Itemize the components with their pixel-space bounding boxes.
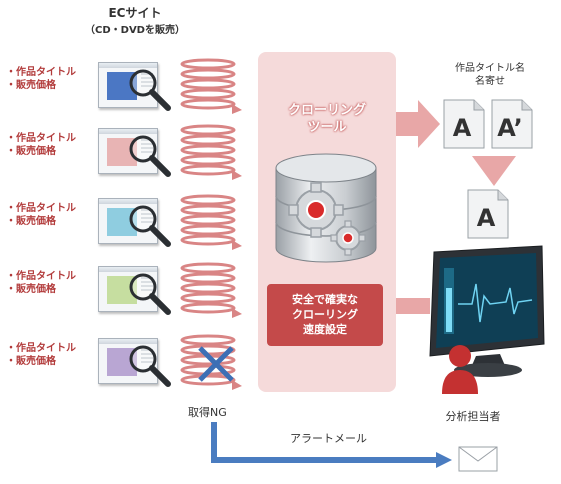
site-page-thumbnail — [98, 338, 158, 384]
arrow-to-name-matching — [396, 100, 440, 148]
magnifier-icon — [129, 135, 171, 177]
monitor-analyst-icon — [429, 245, 545, 394]
magnifier-icon — [129, 205, 171, 247]
item-price-label: 販売価格 — [6, 283, 98, 296]
ec-site-subtitle: （CD・DVDを販売） — [85, 25, 185, 36]
item-label: 作品タイトル販売価格 — [6, 132, 98, 158]
crawl-spiral-arrow — [180, 124, 242, 180]
crawl-speed-setting-box: 安全で確実な クローリング 速度設定 — [267, 284, 383, 346]
ec-site-title: ECサイト — [108, 6, 162, 20]
speed-line1: 安全で確実な — [292, 293, 358, 306]
item-label: 作品タイトル販売価格 — [6, 202, 98, 228]
name-matching-line2: 名寄せ — [475, 76, 505, 87]
site-page-thumbnail — [98, 266, 158, 312]
item-title-label: 作品タイトル — [6, 202, 98, 215]
item-title-label: 作品タイトル — [6, 66, 98, 79]
magnifier-icon — [129, 273, 171, 315]
crawl-spiral-arrow — [180, 194, 242, 250]
item-price-label: 販売価格 — [6, 215, 98, 228]
crawling-tool-title-line2: ツール — [307, 120, 347, 135]
item-price-label: 販売価格 — [6, 79, 98, 92]
doc-merged-letter: A — [477, 204, 496, 232]
crawling-tool-title: クローリング ツール — [258, 102, 396, 136]
fetch-ng-label: 取得NG — [188, 406, 227, 419]
site-page-thumbnail — [98, 128, 158, 174]
item-price-label: 販売価格 — [6, 145, 98, 158]
magnifier-icon — [129, 69, 171, 111]
item-title-label: 作品タイトル — [6, 132, 98, 145]
arrow-to-analyst — [396, 298, 430, 314]
ng-cross-icon — [198, 346, 234, 382]
crawl-spiral-arrow — [180, 262, 242, 318]
name-matching-title: 作品タイトル名 名寄せ — [432, 62, 548, 88]
alert-path-arrow — [211, 422, 452, 468]
crawl-spiral-arrow — [180, 58, 242, 114]
arrow-down-merge — [472, 156, 516, 186]
item-title-label: 作品タイトル — [6, 270, 98, 283]
speed-line3: 速度設定 — [303, 323, 347, 336]
item-label: 作品タイトル販売価格 — [6, 66, 98, 92]
database-gear-icon — [275, 153, 377, 263]
document-a-icon: A — [443, 99, 485, 149]
envelope-icon — [458, 446, 498, 472]
document-a-prime-icon: A’ — [491, 99, 533, 149]
item-price-label: 販売価格 — [6, 355, 98, 368]
speed-line2: クローリング — [292, 308, 358, 321]
doc-a-prime-letter: A’ — [497, 114, 523, 142]
site-page-thumbnail — [98, 62, 158, 108]
document-merged-icon: A — [467, 189, 509, 239]
item-label: 作品タイトル販売価格 — [6, 342, 98, 368]
doc-a-letter: A — [453, 114, 472, 142]
item-label: 作品タイトル販売価格 — [6, 270, 98, 296]
analyst-label: 分析担当者 — [445, 410, 501, 423]
item-title-label: 作品タイトル — [6, 342, 98, 355]
name-matching-line1: 作品タイトル名 — [455, 63, 525, 74]
alert-mail-label: アラートメール — [290, 432, 367, 445]
magnifier-icon — [129, 345, 171, 387]
crawling-tool-title-line1: クローリング — [287, 103, 366, 118]
